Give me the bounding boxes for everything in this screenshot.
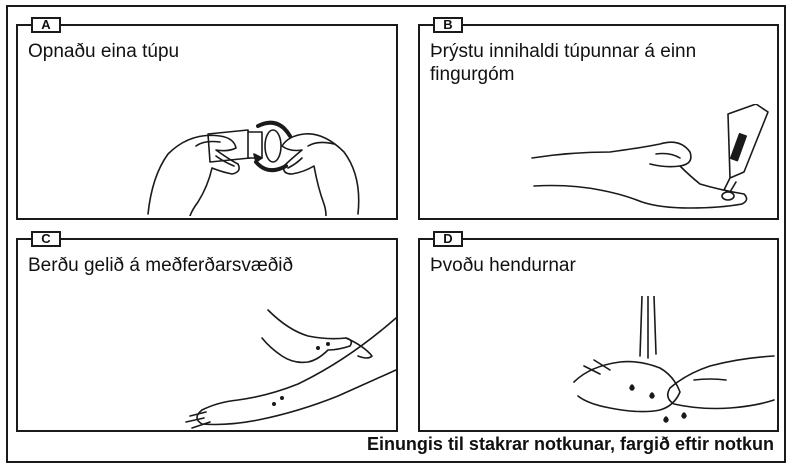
- hands-opening-tube-icon: [138, 106, 368, 216]
- arm-applying-gel-icon: [178, 300, 398, 430]
- panel-b-letter: B: [433, 17, 463, 33]
- panel-a-caption: Opnaðu eina túpu: [28, 40, 384, 63]
- panel-a: A Opnaðu eina túpu: [16, 24, 398, 220]
- panel-b-caption: Þrýstu innihaldi túpunnar á einn fingurg…: [430, 40, 765, 86]
- finger-with-tube-icon: [530, 104, 770, 216]
- panel-d-caption: Þvoðu hendurnar: [430, 254, 765, 277]
- panel-d-letter: D: [433, 231, 463, 247]
- panel-c: C Berðu gelið á meðferðarsvæðið: [16, 238, 398, 432]
- panel-b: B Þrýstu innihaldi túpunnar á einn fingu…: [418, 24, 779, 220]
- hands-washing-icon: [570, 296, 776, 430]
- panel-c-letter: C: [31, 231, 61, 247]
- panel-d: D Þvoðu hendurnar: [418, 238, 779, 432]
- single-use-notice: Einungis til stakrar notkunar, fargið ef…: [367, 434, 774, 455]
- panel-c-caption: Berðu gelið á meðferðarsvæðið: [28, 254, 384, 277]
- instruction-sheet: A Opnaðu eina túpu: [6, 5, 786, 463]
- panel-a-letter: A: [31, 17, 61, 33]
